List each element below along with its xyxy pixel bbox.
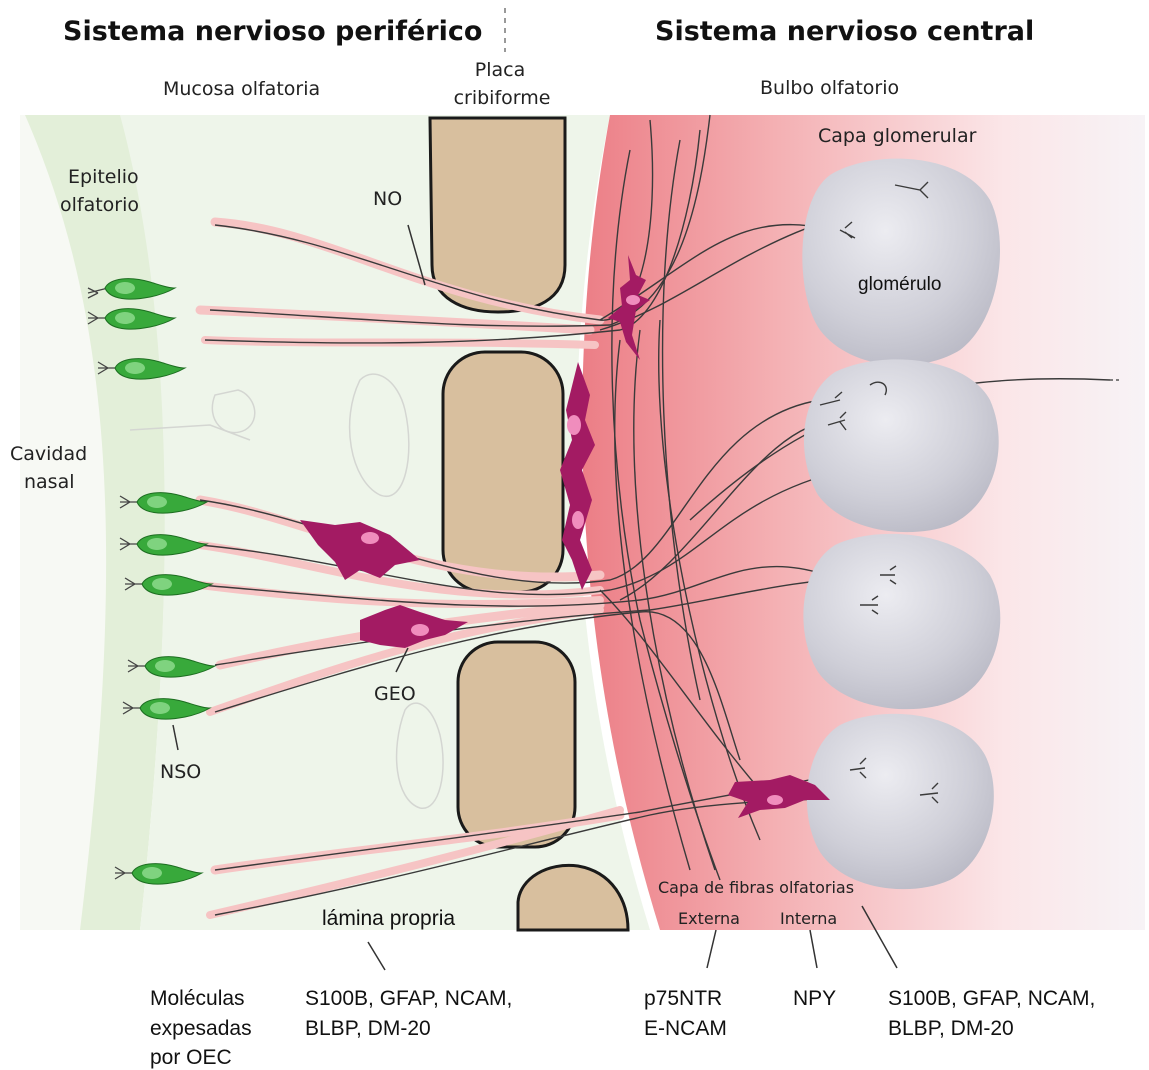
epitelio-label-line2: olfatorio: [60, 194, 139, 216]
glomerulus: [807, 714, 994, 889]
externa-label: Externa: [678, 909, 740, 928]
glomerular-molecules-line1: S100B, GFAP, NCAM,: [888, 987, 1095, 1010]
glomerular-molecules-line2: BLBP, DM-20: [888, 1017, 1014, 1040]
central-heading: Sistema nervioso central: [655, 16, 1034, 47]
glomerulus: [803, 534, 1000, 709]
molecules-title-line3: por OEC: [150, 1046, 232, 1069]
mucosa-label: Mucosa olfatoria: [163, 78, 320, 100]
bone-segment: [458, 642, 575, 847]
lamina-molecules-line1: S100B, GFAP, NCAM,: [305, 987, 512, 1010]
bone-segment: [443, 352, 563, 592]
glomerulus: [802, 159, 1000, 366]
capa-fibras-label: Capa de fibras olfatorias: [658, 878, 854, 897]
no-label: NO: [373, 188, 402, 210]
lamina-propria-label: lámina propria: [322, 907, 455, 930]
molecules-title-line2: expesadas: [150, 1017, 252, 1040]
externa-molecules-line1: p75NTR: [644, 987, 722, 1010]
cavidad-label-line1: Cavidad: [10, 443, 87, 465]
glomerulus: [804, 359, 999, 532]
interna-molecules: NPY: [793, 987, 836, 1010]
nso-label: NSO: [160, 761, 201, 783]
placa-label-line1: Placa: [475, 59, 525, 81]
externa-leader: [707, 930, 716, 968]
lamina-leader: [368, 942, 385, 970]
bulbo-label: Bulbo olfatorio: [760, 77, 899, 99]
glomerulo-label: glomérulo: [858, 274, 941, 295]
bone-segment: [430, 118, 565, 312]
interna-label: Interna: [780, 909, 837, 928]
epitelio-label-line1: Epitelio: [68, 166, 139, 188]
peripheral-heading: Sistema nervioso periférico: [63, 16, 482, 47]
cavidad-label-line2: nasal: [24, 471, 75, 493]
capa-glomerular-label: Capa glomerular: [818, 125, 977, 147]
geo-label: GEO: [374, 683, 416, 705]
molecules-title-line1: Moléculas: [150, 987, 245, 1010]
lamina-molecules-line2: BLBP, DM-20: [305, 1017, 431, 1040]
placa-label-line2: cribiforme: [454, 87, 551, 109]
externa-molecules-line2: E-NCAM: [644, 1017, 727, 1040]
interna-leader: [810, 930, 817, 968]
